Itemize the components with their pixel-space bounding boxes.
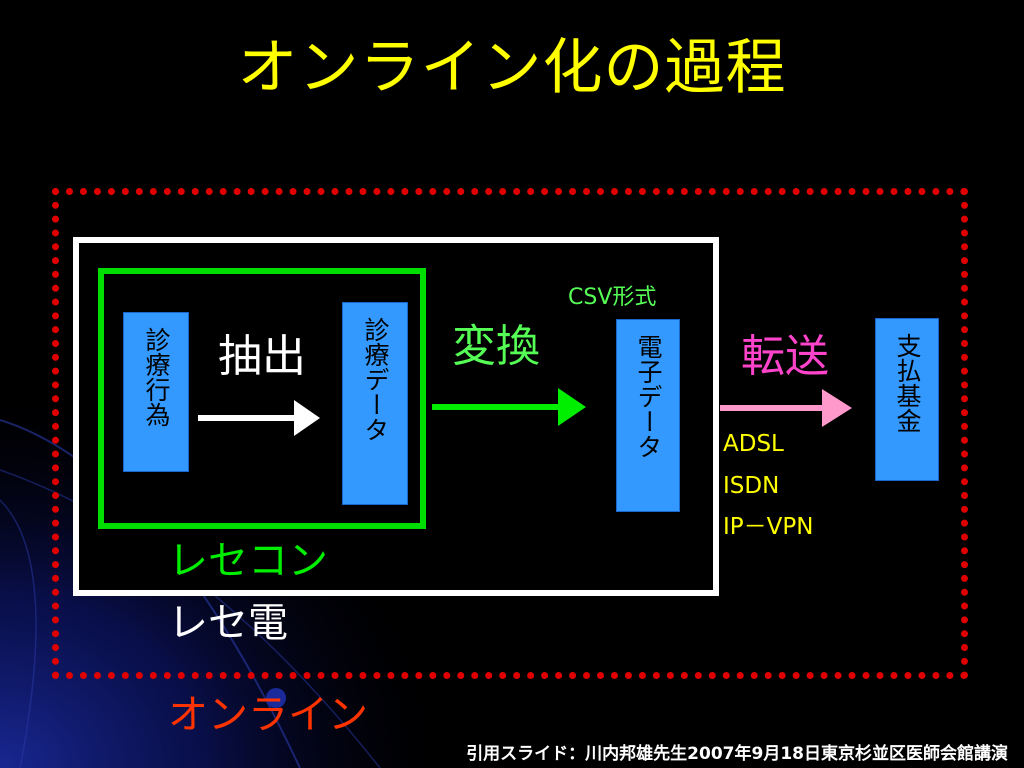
connection-isdn: ISDN bbox=[723, 473, 780, 499]
online-boundary bbox=[52, 188, 968, 679]
transfer-arrow bbox=[720, 389, 852, 427]
electronic-data-box: 電子データ bbox=[616, 319, 680, 512]
decor-dot bbox=[266, 688, 286, 708]
citation-footer: 引用スライド：川内邦雄先生2007年9月18日東京杉並区医師会館講演 bbox=[466, 744, 1008, 764]
transfer-label: 転送 bbox=[741, 331, 829, 382]
convert-arrow bbox=[432, 388, 586, 426]
payment-fund-box: 支払基金 bbox=[875, 318, 939, 481]
connection-ip-vpn: IP－VPN bbox=[723, 514, 814, 540]
rececon-boundary bbox=[98, 268, 426, 529]
recedenn-label: レセ電 bbox=[168, 600, 288, 646]
extract-label: 抽出 bbox=[218, 331, 306, 382]
connection-adsl: ADSL bbox=[723, 431, 784, 457]
online-label: オンライン bbox=[168, 692, 368, 738]
convert-label: 変換 bbox=[452, 321, 540, 372]
medical-act-box: 診療行為 bbox=[123, 312, 189, 472]
extract-arrow bbox=[198, 400, 320, 436]
page-title: オンライン化の過程 bbox=[237, 33, 787, 103]
csv-format-label: CSV形式 bbox=[568, 285, 657, 310]
rececon-label: レセコン bbox=[168, 538, 328, 584]
medical-data-box: 診療データ bbox=[342, 302, 408, 505]
